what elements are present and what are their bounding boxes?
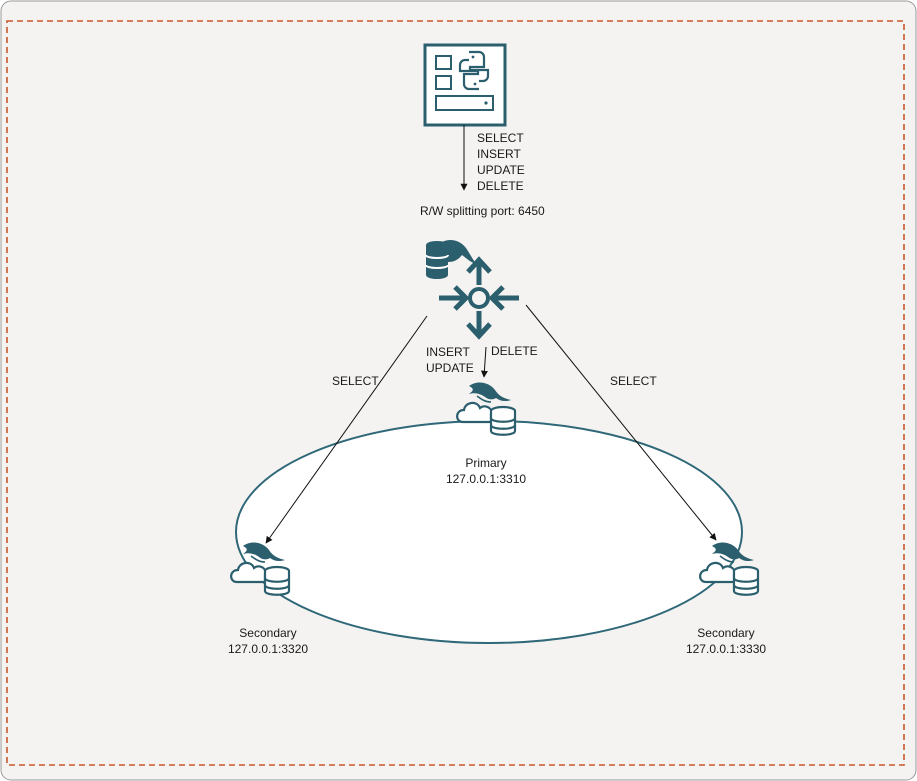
primary-node-label: Primary 127.0.0.1:3310: [446, 455, 526, 487]
write-arrow-primary: [480, 346, 488, 378]
select-arrow-left: [265, 315, 428, 544]
node-address: 127.0.0.1:3320: [227, 642, 309, 656]
select-label-right: SELECT: [610, 374, 657, 388]
python-application-icon: [423, 43, 507, 127]
sql-command: UPDATE: [477, 163, 525, 177]
node-address: 127.0.0.1:3310: [445, 472, 527, 486]
secondary-2-node-label: Secondary 127.0.0.1:3330: [686, 625, 766, 657]
router-arrows-icon: [439, 256, 519, 340]
sql-command: INSERT: [477, 147, 521, 161]
secondary-1-node-label: Secondary 127.0.0.1:3320: [228, 625, 308, 657]
write-command: INSERT: [426, 345, 470, 359]
node-role: Secondary: [697, 626, 755, 640]
dashed-boundary: [6, 20, 905, 766]
sql-command: SELECT: [477, 131, 524, 145]
router-port-label: R/W splitting port: 6450: [420, 204, 545, 218]
sql-command: DELETE: [477, 179, 524, 193]
write-label-right: DELETE: [491, 344, 538, 358]
select-arrow-right: [525, 304, 717, 541]
node-role: Primary: [465, 456, 507, 470]
mysql-database-icon: [425, 240, 476, 279]
node-role: Secondary: [239, 626, 297, 640]
write-command: UPDATE: [426, 361, 474, 375]
select-label-left: SELECT: [332, 374, 379, 388]
node-address: 127.0.0.1:3330: [685, 642, 767, 656]
app-sql-commands: SELECT INSERT UPDATE DELETE: [477, 130, 525, 194]
write-label-left: INSERT UPDATE: [426, 344, 474, 376]
